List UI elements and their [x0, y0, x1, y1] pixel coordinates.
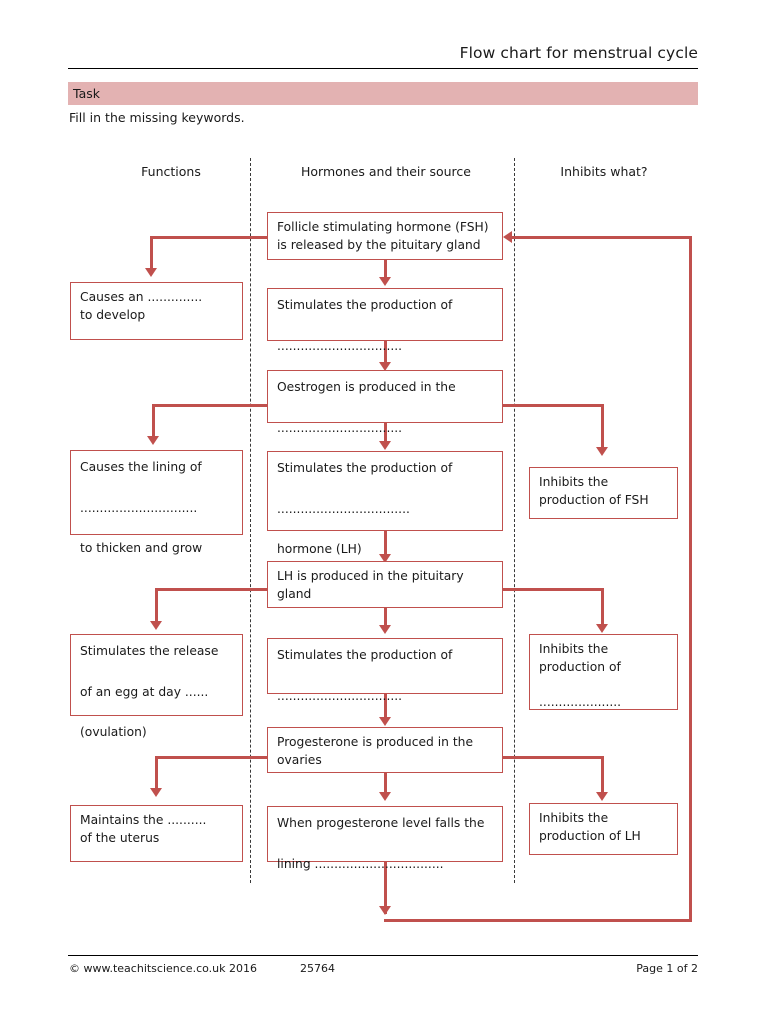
column-header-inhibits: Inhibits what? [560, 164, 648, 179]
box-lh-source[interactable]: LH is produced in the pituitary gland [267, 561, 503, 608]
connector-lh-to-stimulates-vertical [384, 606, 387, 628]
arrowhead-oestrogen-to-inhibits [596, 447, 608, 456]
box-fsh-function[interactable]: Causes an .............. to develop [70, 282, 243, 340]
arrowhead-progesterone-to-function [150, 788, 162, 797]
connector-oestrogen-to-function-vertical [152, 404, 155, 438]
feedback-loop-bottom-horizontal [384, 919, 692, 922]
footer-resource-number: 25764 [300, 962, 335, 975]
box-progesterone-inhibits[interactable]: Inhibits the production of LH [529, 803, 678, 855]
box-progesterone-falls[interactable]: When progesterone level falls the lining… [267, 806, 503, 871]
box-oestrogen-inhibits[interactable]: Inhibits the production of FSH [529, 467, 678, 519]
connector-progesterone-to-falls-vertical [384, 773, 387, 795]
box-oestrogen-stimulates[interactable]: Stimulates the production of ...........… [267, 451, 503, 556]
arrowhead-lh-to-stimulates [379, 625, 391, 634]
arrowhead-stimulates-to-oestrogen [379, 362, 391, 371]
arrowhead-feedback-loop-into-fsh [503, 231, 512, 243]
box-lh-inhibits[interactable]: Inhibits the production of .............… [529, 634, 678, 710]
footer-divider-rule [68, 955, 698, 956]
arrowhead-oestrogen-to-function [147, 436, 159, 445]
arrowhead-oestrogen-to-stimulates [379, 441, 391, 450]
connector-lhstim-to-progesterone-vertical [384, 694, 387, 720]
connector-fsh-to-function-vertical [150, 236, 153, 270]
connector-oestrogen-to-inhibits-vertical [601, 404, 604, 449]
arrowhead-fsh-to-stimulates [379, 277, 391, 286]
feedback-loop-right-vertical [689, 236, 692, 920]
column-header-hormones: Hormones and their source [301, 164, 471, 179]
arrowhead-fsh-to-function [145, 268, 157, 277]
box-oestrogen-source[interactable]: Oestrogen is produced in the ...........… [267, 370, 503, 435]
arrowhead-lh-to-inhibits [596, 624, 608, 633]
connector-fsh-to-stimulates-vertical [384, 259, 387, 279]
connector-oestrogen-to-inhibits-horizontal [500, 404, 604, 407]
column-divider-right [514, 158, 515, 883]
connector-lh-to-function-vertical [155, 588, 158, 623]
box-lh-function[interactable]: Stimulates the release of an egg at day … [70, 634, 243, 739]
arrowhead-progesterone-to-falls [379, 792, 391, 801]
feedback-loop-top-horizontal [512, 236, 690, 239]
box-progesterone-source[interactable]: Progesterone is produced in the ovaries [267, 727, 503, 773]
connector-lh-to-function-horizontal [155, 588, 272, 591]
connector-progesterone-to-function-vertical [155, 756, 158, 790]
box-fsh-source[interactable]: Follicle stimulating hormone (FSH) is re… [267, 212, 503, 260]
connector-lh-to-inhibits-horizontal [500, 588, 604, 591]
box-oestrogen-function[interactable]: Causes the lining of ...................… [70, 450, 243, 555]
arrowhead-lh-to-function [150, 621, 162, 630]
header-divider-rule [68, 68, 698, 69]
feedback-loop-down-from-falls [384, 862, 387, 914]
footer-page-number: Page 1 of 2 [636, 962, 698, 975]
footer-copyright: © www.teachitscience.co.uk 2016 [69, 962, 257, 975]
connector-stimulates-to-oestrogen-vertical [384, 340, 387, 364]
connector-oestrogen-to-function-horizontal [152, 404, 272, 407]
connector-progesterone-to-function-horizontal [155, 756, 272, 759]
box-fsh-stimulates[interactable]: Stimulates the production of ...........… [267, 288, 503, 353]
task-instruction: Fill in the missing keywords. [69, 110, 245, 125]
arrowhead-lhstim-to-progesterone [379, 717, 391, 726]
page-title: Flow chart for menstrual cycle [459, 44, 698, 62]
task-band-label: Task [73, 86, 100, 101]
connector-oestrogen-to-stimulates-vertical [384, 422, 387, 444]
connector-progesterone-to-inhibits-horizontal [500, 756, 604, 759]
column-divider-left [250, 158, 251, 883]
connector-progesterone-to-inhibits-vertical [601, 756, 604, 794]
box-progesterone-function[interactable]: Maintains the .......... of the uterus [70, 805, 243, 862]
arrowhead-lhstim-to-lh [379, 554, 391, 563]
arrowhead-progesterone-to-inhibits [596, 792, 608, 801]
connector-lhstim-to-lh-vertical [384, 531, 387, 557]
arrowhead-feedback-loop-down [379, 906, 391, 915]
connector-fsh-to-function-horizontal [150, 236, 270, 239]
box-lh-stimulates[interactable]: Stimulates the production of ...........… [267, 638, 503, 703]
connector-lh-to-inhibits-vertical [601, 588, 604, 626]
task-band: Task [68, 82, 698, 105]
column-header-functions: Functions [141, 164, 201, 179]
